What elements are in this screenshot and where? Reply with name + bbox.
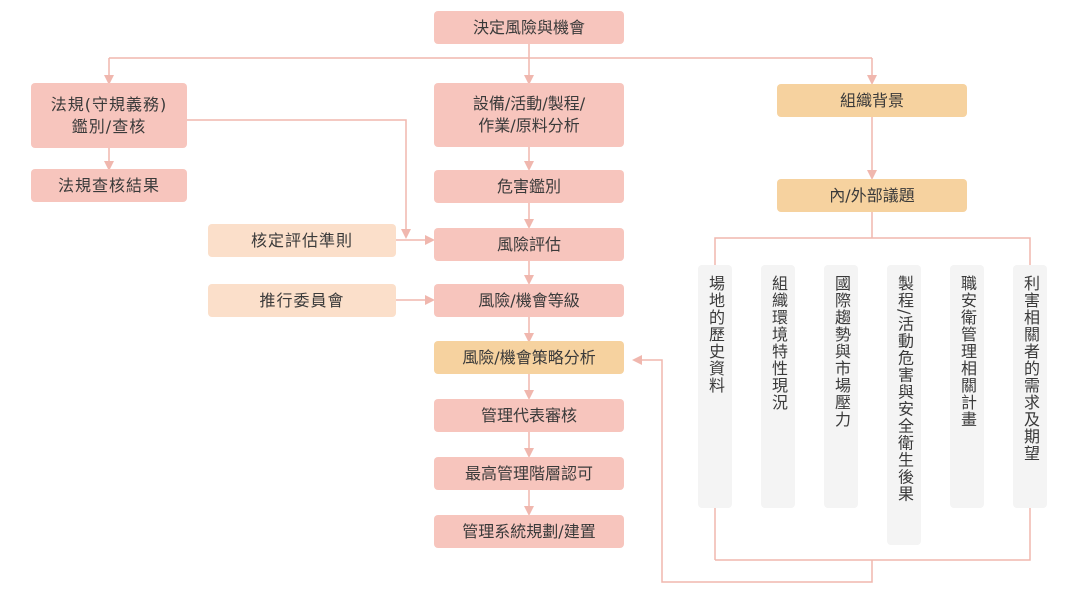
system-planning-box: 管理系統規劃/建置 xyxy=(434,515,624,548)
legal-audit-result-box: 法規查核結果 xyxy=(31,169,187,202)
management-rep-review-box: 管理代表審核 xyxy=(434,399,624,432)
decide-risks-opportunities-label: 決定風險與機會 xyxy=(472,17,585,37)
assessment-criteria-box: 核定評估準則 xyxy=(208,224,396,257)
risk-level-label: 風險/機會等級 xyxy=(478,290,580,310)
promotion-committee-label: 推行委員會 xyxy=(259,290,345,310)
top-management-approval-box: 最高管理階層認可 xyxy=(434,457,624,490)
assessment-criteria-label: 核定評估準則 xyxy=(250,230,353,250)
issue-column-ohs-plans: 職安衛管理相關計畫 xyxy=(950,265,984,508)
equipment-analysis-box: 設備/活動/製程/ 作業/原料分析 xyxy=(434,83,624,147)
arrow-left-to-risk-assessment xyxy=(187,119,411,239)
top-management-approval-label: 最高管理階層認可 xyxy=(464,463,593,483)
decide-risks-opportunities-box: 決定風險與機會 xyxy=(434,11,624,44)
arrow-columns-to-strategy xyxy=(632,355,873,583)
equipment-analysis-label: 設備/活動/製程/ 作業/原料分析 xyxy=(472,94,586,135)
strategy-analysis-box: 風險/機會策略分析 xyxy=(434,341,624,374)
issue-column-market-trends: 國際趨勢與市場壓力 xyxy=(824,265,858,508)
issue-column-label: 利害相關者的需求及期望 xyxy=(1021,275,1040,462)
strategy-analysis-label: 風險/機會策略分析 xyxy=(462,347,596,367)
issue-column-stakeholder-needs: 利害相關者的需求及期望 xyxy=(1013,265,1047,508)
internal-external-issues-label: 內/外部議題 xyxy=(829,185,915,205)
promotion-committee-box: 推行委員會 xyxy=(208,284,396,317)
organization-context-box: 組織背景 xyxy=(777,84,967,117)
internal-external-issues-box: 內/外部議題 xyxy=(777,179,967,212)
issue-column-process-hazards: 製程/活動危害與安全衛生後果 xyxy=(887,265,921,545)
risk-assessment-box: 風險評估 xyxy=(434,228,624,261)
risk-assessment-label: 風險評估 xyxy=(496,234,561,254)
legal-compliance-label: 法規(守規義務) 鑑別/查核 xyxy=(50,94,168,136)
hazard-identification-label: 危害鑑別 xyxy=(496,176,561,196)
issue-column-label: 職安衛管理相關計畫 xyxy=(958,275,977,428)
issue-column-label: 組織環境特性現況 xyxy=(769,275,788,411)
legal-audit-result-label: 法規查核結果 xyxy=(57,175,160,195)
legal-compliance-box: 法規(守規義務) 鑑別/查核 xyxy=(31,83,187,148)
issue-column-site-history: 場地的歷史資料 xyxy=(698,265,732,508)
issue-column-label: 製程/活動危害與安全衛生後果 xyxy=(895,275,914,503)
management-rep-review-label: 管理代表審核 xyxy=(480,405,577,425)
issue-column-label: 場地的歷史資料 xyxy=(706,275,725,394)
system-planning-label: 管理系統規劃/建置 xyxy=(462,521,596,541)
issue-column-environment: 組織環境特性現況 xyxy=(761,265,795,508)
issue-column-label: 國際趨勢與市場壓力 xyxy=(832,275,851,428)
risk-level-box: 風險/機會等級 xyxy=(434,284,624,317)
organization-context-label: 組織背景 xyxy=(839,90,904,110)
hazard-identification-box: 危害鑑別 xyxy=(434,170,624,203)
